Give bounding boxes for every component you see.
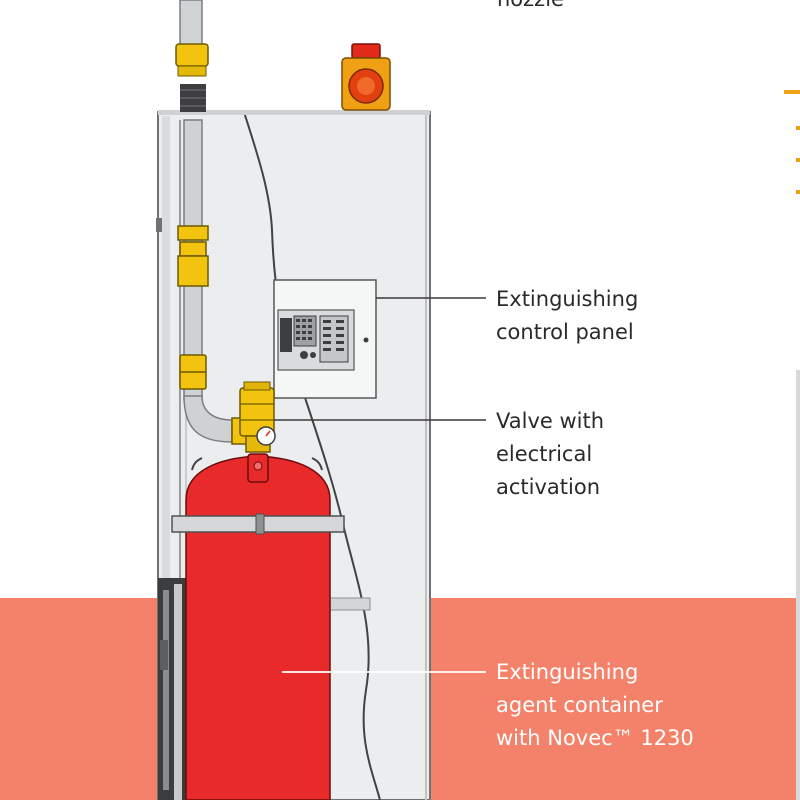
container-label-line-1: Extinguishing (496, 660, 639, 684)
side-mark-1 (784, 90, 800, 94)
warning-beacon-icon (341, 43, 391, 111)
valve-label-line-1: Valve with (496, 409, 605, 433)
valve (231, 381, 275, 453)
container-label: Extinguishing agent container with Novec… (496, 656, 694, 755)
pressure-gauge-icon (256, 426, 276, 446)
valve-label: Valve with electrical activation (496, 405, 604, 504)
container-label-line-3: with Novec™ 1230 (496, 726, 694, 750)
pipe-fittings (175, 43, 209, 390)
nozzle-label-line: nozzle (497, 0, 564, 16)
control-panel-label-line-1: Extinguishing (496, 287, 639, 311)
container-strap (171, 513, 345, 535)
side-mark-2 (796, 126, 800, 130)
adjacent-cabinet-edge (796, 370, 800, 800)
side-mark-3 (796, 158, 800, 162)
control-panel-icon (273, 279, 377, 399)
container-label-line-2: agent container (496, 693, 663, 717)
control-panel-label: Extinguishing control panel (496, 283, 638, 349)
nozzle-label: nozzle (497, 0, 564, 16)
side-mark-4 (796, 190, 800, 194)
agent-container (185, 453, 331, 800)
control-panel-label-line-2: control panel (496, 320, 634, 344)
valve-label-line-3: activation (496, 475, 601, 499)
valve-label-line-2: electrical (496, 442, 593, 466)
